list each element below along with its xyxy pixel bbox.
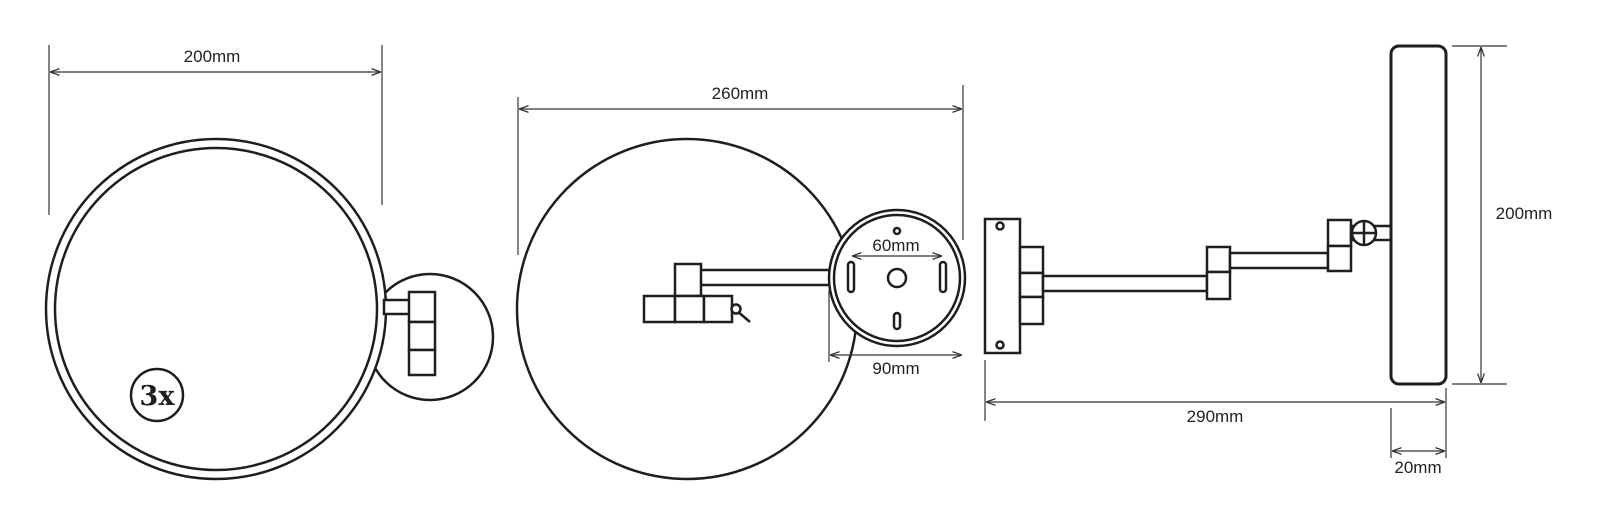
side-middle-knuckle-top bbox=[1205, 245, 1232, 274]
back-view: 260mm 60mm 90mm bbox=[515, 84, 967, 481]
front-knuckle-bottom bbox=[407, 348, 437, 377]
magnification-badge bbox=[129, 367, 185, 423]
wall-plate-bottom-slot bbox=[892, 311, 902, 331]
side-wall-block-top-screw bbox=[995, 221, 1005, 231]
side-wall-knuckle-middle bbox=[1018, 271, 1045, 299]
side-height-label: 200mm bbox=[1496, 204, 1553, 223]
plate-diameter-label: 90mm bbox=[872, 359, 919, 378]
back-arm bbox=[698, 268, 832, 287]
side-depth-label: 20mm bbox=[1394, 458, 1441, 477]
side-wall-block bbox=[983, 217, 1022, 355]
hole-spacing-label: 60mm bbox=[872, 236, 919, 255]
wall-plate-right-slot bbox=[938, 260, 948, 294]
mirror-glass bbox=[53, 146, 379, 472]
back-screw-head bbox=[730, 303, 742, 315]
wall-plate-top-hole bbox=[892, 226, 902, 236]
side-wall-block-bottom-screw bbox=[995, 340, 1005, 350]
back-knuckle-left bbox=[642, 294, 677, 324]
side-mirror-edge bbox=[1389, 44, 1448, 386]
side-middle-knuckle-bottom bbox=[1205, 270, 1232, 301]
magnification-badge-text: 3x bbox=[140, 381, 176, 412]
wall-plate-outer bbox=[827, 208, 967, 348]
back-knuckle-top bbox=[673, 262, 703, 298]
back-knuckle-right bbox=[702, 294, 734, 324]
side-wall-knuckle-bottom bbox=[1018, 295, 1045, 326]
mirror-outer-rim bbox=[44, 137, 388, 481]
front-arm-stub bbox=[382, 298, 412, 316]
side-head-knuckle-bottom bbox=[1326, 244, 1353, 273]
wall-plate-center-hole bbox=[886, 267, 908, 289]
side-wall-knuckle-top bbox=[1018, 245, 1045, 275]
side-projection-label: 290mm bbox=[1187, 407, 1244, 426]
side-arm-lower bbox=[1041, 274, 1209, 293]
side-arm-upper bbox=[1228, 251, 1330, 270]
front-knuckle-top bbox=[407, 290, 437, 324]
back-width-label: 260mm bbox=[712, 84, 769, 103]
back-knuckle-middle bbox=[673, 294, 706, 324]
wall-plate-inner bbox=[832, 213, 962, 343]
front-view: 200mm 3x bbox=[44, 45, 495, 481]
front-knuckle-middle bbox=[407, 320, 437, 352]
side-view: 200mm 290mm 20mm bbox=[983, 44, 1553, 477]
front-width-label: 200mm bbox=[184, 47, 241, 66]
wall-plate-left-slot bbox=[846, 260, 856, 294]
side-head-knuckle-top bbox=[1326, 218, 1353, 248]
